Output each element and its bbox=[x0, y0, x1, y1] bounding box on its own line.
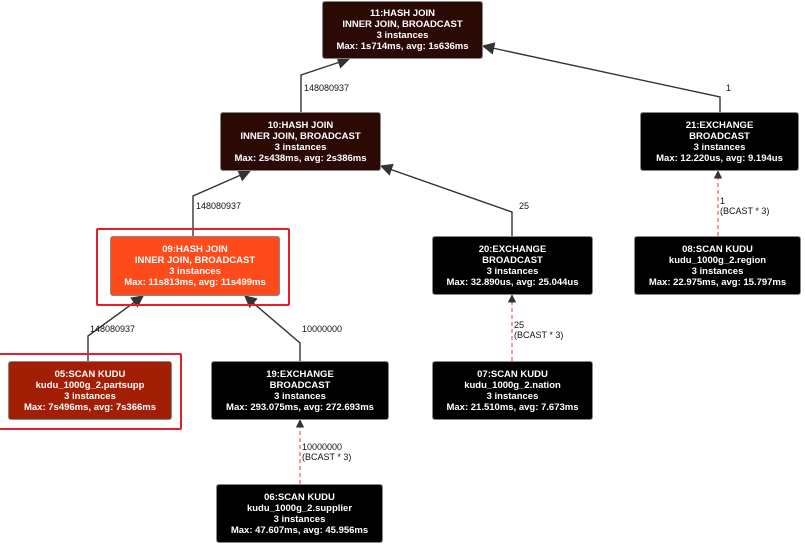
edge-label-e09-10: 148080937 bbox=[196, 201, 241, 211]
edge-label-line: 1 bbox=[726, 83, 732, 93]
edge-label-e10-11: 148080937 bbox=[304, 83, 349, 93]
plan-node-line: BROADCAST bbox=[689, 130, 750, 142]
edge-e19-09 bbox=[244, 295, 301, 361]
plan-node-line: INNER JOIN, BROADCAST bbox=[134, 255, 256, 266]
plan-node-line: 19:EXCHANGE bbox=[266, 368, 334, 380]
edge-label-e19-09: 10000000 bbox=[302, 324, 342, 334]
plan-node-line: 07:SCAN KUDU bbox=[477, 368, 548, 380]
edge-label-e05-09: 148080937 bbox=[90, 324, 135, 334]
edge-label-e08-21: 1(BCAST * 3) bbox=[720, 196, 769, 216]
plan-node-line: BROADCAST bbox=[269, 379, 331, 391]
plan-node-line: BROADCAST bbox=[482, 254, 543, 266]
edge-label-line: (BCAST * 3) bbox=[514, 330, 564, 340]
plan-node-line: 3 instances bbox=[376, 30, 429, 41]
plan-node-line: 3 instances bbox=[274, 390, 326, 402]
plan-node-line: 3 instances bbox=[64, 390, 116, 402]
edge-e05-09 bbox=[87, 295, 145, 361]
plan-node-line: Max: 1s714ms, avg: 1s636ms bbox=[336, 41, 469, 52]
plan-node-line: kudu_1000g_2.region bbox=[668, 254, 767, 266]
plan-node-line: Max: 12.220us, avg: 9.194us bbox=[656, 152, 783, 164]
plan-node-line: Max: 32.890us, avg: 25.044us bbox=[446, 276, 579, 288]
plan-node-line: Max: 7s496ms, avg: 7s366ms bbox=[23, 401, 157, 413]
plan-node-line: 06:SCAN KUDU bbox=[264, 491, 335, 503]
plan-node-line: kudu_1000g_2.nation bbox=[464, 379, 561, 391]
edge-e10-11 bbox=[300, 56, 351, 112]
edge-label-line: (BCAST * 3) bbox=[720, 206, 770, 216]
plan-node-line: Max: 2s438ms, avg: 2s386ms bbox=[234, 152, 367, 164]
plan-node-line: INNER JOIN, BROADCAST bbox=[240, 130, 361, 142]
plan-node-line: 3 instances bbox=[273, 513, 326, 525]
edge-label-e20-10: 25 bbox=[519, 201, 529, 211]
edge-label-line: 148080937 bbox=[304, 83, 350, 93]
edge-label-line: 10000000 bbox=[302, 324, 343, 334]
edge-label-line: (BCAST * 3) bbox=[302, 452, 352, 462]
edge-label-e06-19: 10000000(BCAST * 3) bbox=[302, 442, 351, 462]
plan-node-line: Max: 11s813ms, avg: 11s499ms bbox=[124, 277, 266, 288]
plan-node-line: 3 instances bbox=[486, 390, 539, 402]
edge-label-line: 148080937 bbox=[196, 201, 242, 211]
edge-e20-10 bbox=[379, 163, 513, 236]
plan-node-line: 3 instances bbox=[691, 265, 744, 277]
edge-e21-11 bbox=[481, 42, 721, 112]
plan-node-line: 3 instances bbox=[169, 266, 221, 277]
plan-node-line: INNER JOIN, BROADCAST bbox=[342, 19, 463, 30]
plan-node-line: 11:HASH JOIN bbox=[370, 8, 435, 19]
plan-node-line: kudu_1000g_2.partsupp bbox=[35, 379, 145, 391]
plan-node-line: 09:HASH JOIN bbox=[162, 244, 228, 255]
edge-label-line: 148080937 bbox=[90, 324, 136, 334]
edge-label-line: 1 bbox=[720, 196, 726, 206]
edge-label-line: 10000000 bbox=[302, 442, 343, 452]
edge-label-e21-11: 1 bbox=[726, 83, 731, 93]
plan-node-line: Max: 293.075ms, avg: 272.693ms bbox=[226, 401, 374, 413]
plan-node-line: 3 instances bbox=[486, 265, 539, 277]
plan-node-line: 05:SCAN KUDU bbox=[54, 368, 126, 380]
highlight-box-n09 bbox=[96, 228, 290, 306]
plan-node-line: kudu_1000g_2.supplier bbox=[246, 502, 353, 514]
plan-node-line: 3 instances bbox=[274, 141, 327, 153]
plan-node-line: 20:EXCHANGE bbox=[478, 243, 547, 255]
plan-node-line: 21:EXCHANGE bbox=[685, 119, 754, 131]
plan-node-line: 10:HASH JOIN bbox=[267, 119, 334, 131]
edge-e09-10 bbox=[192, 169, 252, 236]
plan-node-line: Max: 47.607ms, avg: 45.956ms bbox=[230, 524, 369, 536]
plan-node-line: Max: 22.975ms, avg: 15.797ms bbox=[648, 276, 787, 288]
plan-node-line: Max: 21.510ms, avg: 7.673ms bbox=[446, 401, 579, 413]
plan-node-line: 3 instances bbox=[693, 141, 746, 153]
edge-label-e07-20: 25(BCAST * 3) bbox=[514, 320, 563, 340]
edge-label-line: 25 bbox=[519, 201, 530, 211]
edge-label-line: 25 bbox=[514, 320, 525, 330]
plan-node-line: 08:SCAN KUDU bbox=[682, 243, 753, 255]
highlight-box-n05 bbox=[0, 353, 182, 430]
